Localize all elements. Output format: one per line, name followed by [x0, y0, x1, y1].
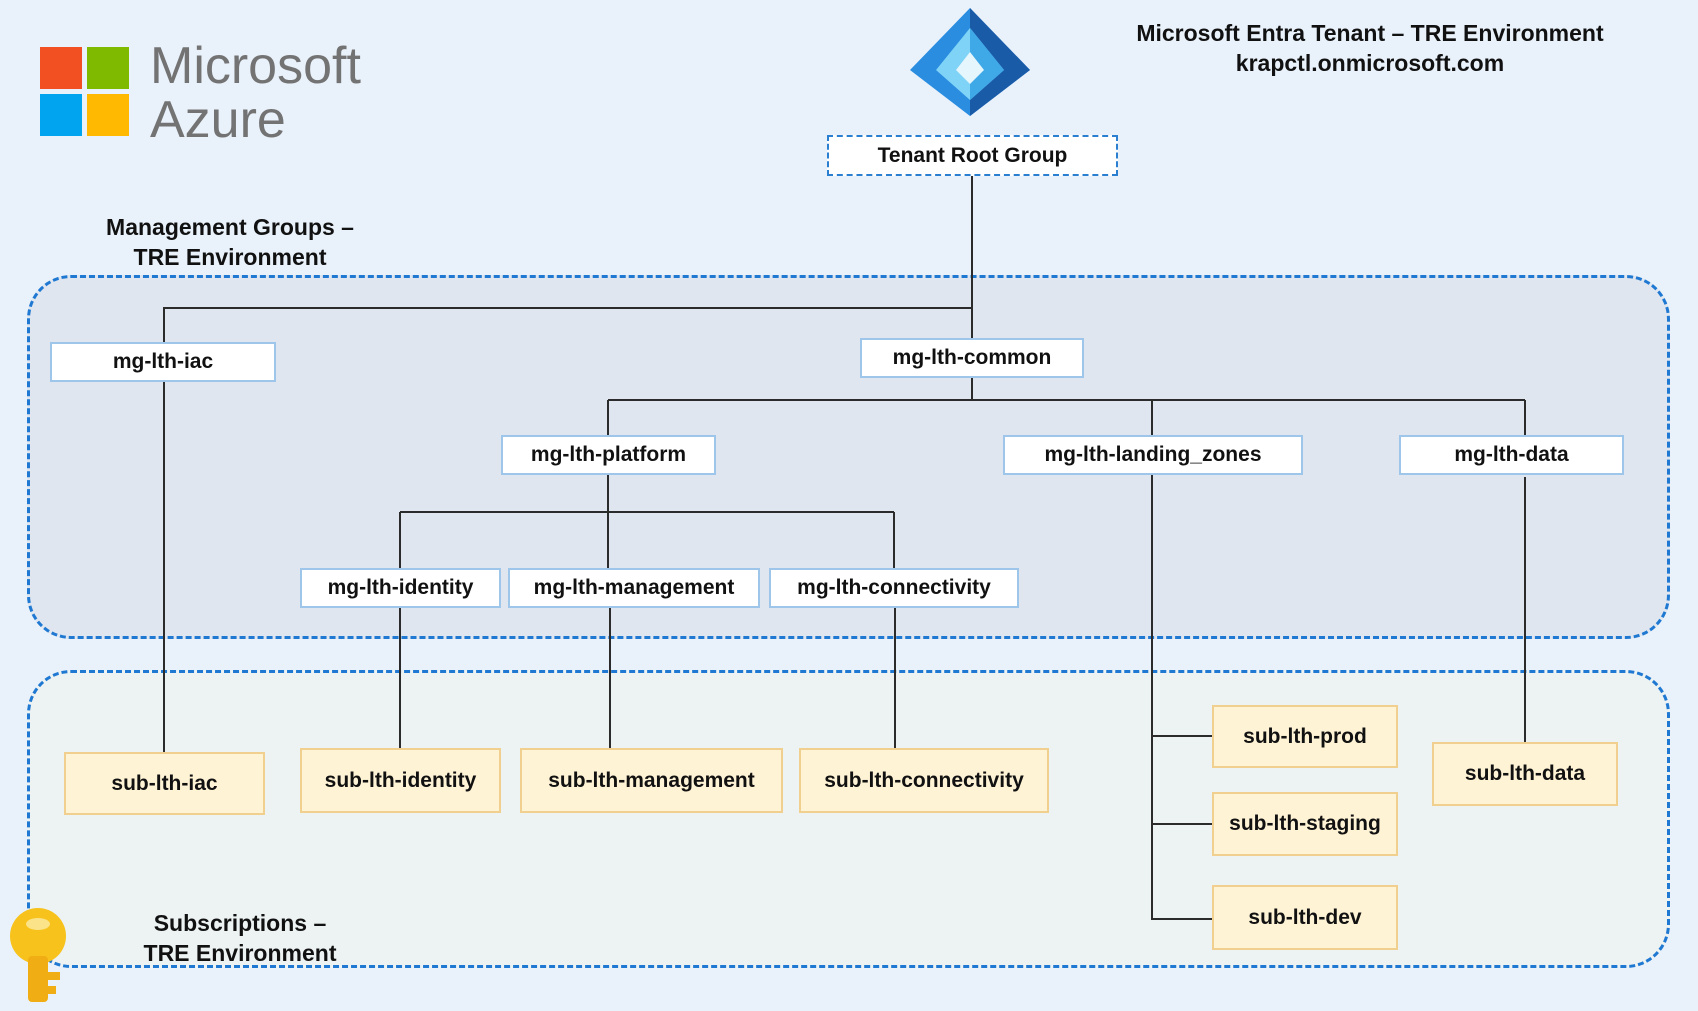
node-sub-lth-identity[interactable]: sub-lth-identity	[300, 748, 501, 813]
node-sub-lth-dev[interactable]: sub-lth-dev	[1212, 885, 1398, 950]
node-mg-lth-iac[interactable]: mg-lth-iac	[50, 342, 276, 382]
node-sub-lth-staging[interactable]: sub-lth-staging	[1212, 792, 1398, 856]
brand-azure: Azure	[150, 91, 286, 149]
key-icon	[10, 908, 66, 1002]
tenant-domain: krapctl.onmicrosoft.com	[1235, 50, 1505, 76]
node-mg-lth-landing-zones[interactable]: mg-lth-landing_zones	[1003, 435, 1303, 475]
node-sub-lth-prod[interactable]: sub-lth-prod	[1212, 705, 1398, 768]
node-sub-lth-data[interactable]: sub-lth-data	[1432, 742, 1618, 806]
node-tenant-root-group[interactable]: Tenant Root Group	[827, 135, 1118, 176]
connector-landing-dev	[1151, 473, 1212, 920]
subscriptions-label-line2: TRE Environment	[143, 940, 337, 966]
node-mg-lth-identity[interactable]: mg-lth-identity	[300, 568, 501, 608]
node-sub-lth-management[interactable]: sub-lth-management	[520, 748, 783, 813]
entra-id-icon	[910, 8, 1030, 116]
brand-microsoft: Microsoft	[150, 37, 361, 95]
microsoft-logo-icon	[40, 47, 129, 136]
node-mg-lth-data[interactable]: mg-lth-data	[1399, 435, 1624, 475]
management-groups-label-line2: TRE Environment	[133, 244, 327, 270]
management-groups-label-line1: Management Groups –	[106, 214, 354, 240]
connector-root-iac	[163, 307, 972, 342]
node-sub-lth-connectivity[interactable]: sub-lth-connectivity	[799, 748, 1049, 813]
node-mg-lth-common[interactable]: mg-lth-common	[860, 338, 1084, 378]
node-mg-lth-platform[interactable]: mg-lth-platform	[501, 435, 716, 475]
node-mg-lth-management[interactable]: mg-lth-management	[508, 568, 760, 608]
subscriptions-label-line1: Subscriptions –	[153, 910, 327, 936]
tenant-title: Microsoft Entra Tenant – TRE Environment	[1136, 20, 1604, 46]
node-sub-lth-iac[interactable]: sub-lth-iac	[64, 752, 265, 815]
node-mg-lth-connectivity[interactable]: mg-lth-connectivity	[769, 568, 1019, 608]
